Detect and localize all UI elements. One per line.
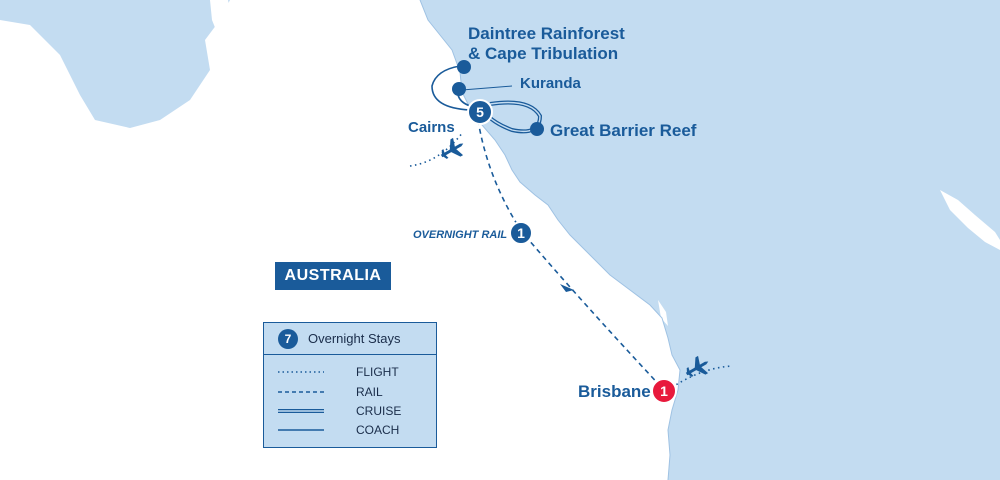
rail-direction-arrow — [560, 284, 574, 292]
place-label-brisbane: Brisbane — [578, 382, 651, 401]
legend-item-label: FLIGHT — [356, 365, 399, 379]
marker-cairns — [467, 99, 493, 125]
island-coast — [658, 300, 668, 326]
legend-item-label: RAIL — [356, 385, 383, 399]
marker-rail-nights: 1 — [517, 225, 525, 241]
legend-item-label: COACH — [356, 423, 400, 437]
place-label-kuranda: Kuranda — [520, 75, 581, 92]
flight-route-cairns — [409, 131, 464, 167]
legend-item-label: CRUISE — [356, 404, 402, 418]
legend-item-coach: COACH — [278, 421, 428, 439]
mainland-landmass — [0, 0, 680, 480]
legend-stays-label: Overnight Stays — [308, 331, 401, 346]
coach-route-daintree — [431, 65, 471, 111]
marker-brisbane-nights: 1 — [660, 383, 668, 399]
country-label: AUSTRALIA — [275, 262, 391, 290]
marker-brisbane — [651, 378, 677, 404]
place-label-daintree: Daintree Rainforest & Cape Tribulation — [468, 24, 625, 63]
stop-dot-reef — [530, 122, 544, 136]
stop-dot-kuranda — [452, 82, 466, 96]
legend-item-cruise: CRUISE — [278, 402, 428, 420]
gulf-water — [0, 0, 230, 128]
legend-stays-count: 7 — [278, 328, 298, 349]
flight-route-brisbane — [667, 365, 733, 391]
legend-header: 7 Overnight Stays — [264, 323, 436, 355]
place-label-cairns: Cairns — [408, 119, 455, 136]
peninsula-west-land — [210, 0, 282, 100]
map-legend: 7 Overnight Stays FLIGHT RAIL CRUISE COA… — [263, 322, 437, 448]
legend-item-flight: FLIGHT — [278, 363, 428, 381]
island-east — [940, 190, 1000, 250]
stop-dot-daintree — [457, 60, 471, 74]
rail-label: OVERNIGHT RAIL — [413, 229, 508, 241]
plane-icon-cairns — [440, 137, 464, 159]
kuranda-leader-line — [461, 85, 513, 91]
marker-cairns-nights: 5 — [476, 104, 484, 120]
legend-item-rail: RAIL — [278, 383, 428, 401]
marker-rail — [509, 221, 533, 245]
plane-icon-brisbane — [685, 355, 709, 377]
place-label-reef: Great Barrier Reef — [550, 121, 697, 140]
